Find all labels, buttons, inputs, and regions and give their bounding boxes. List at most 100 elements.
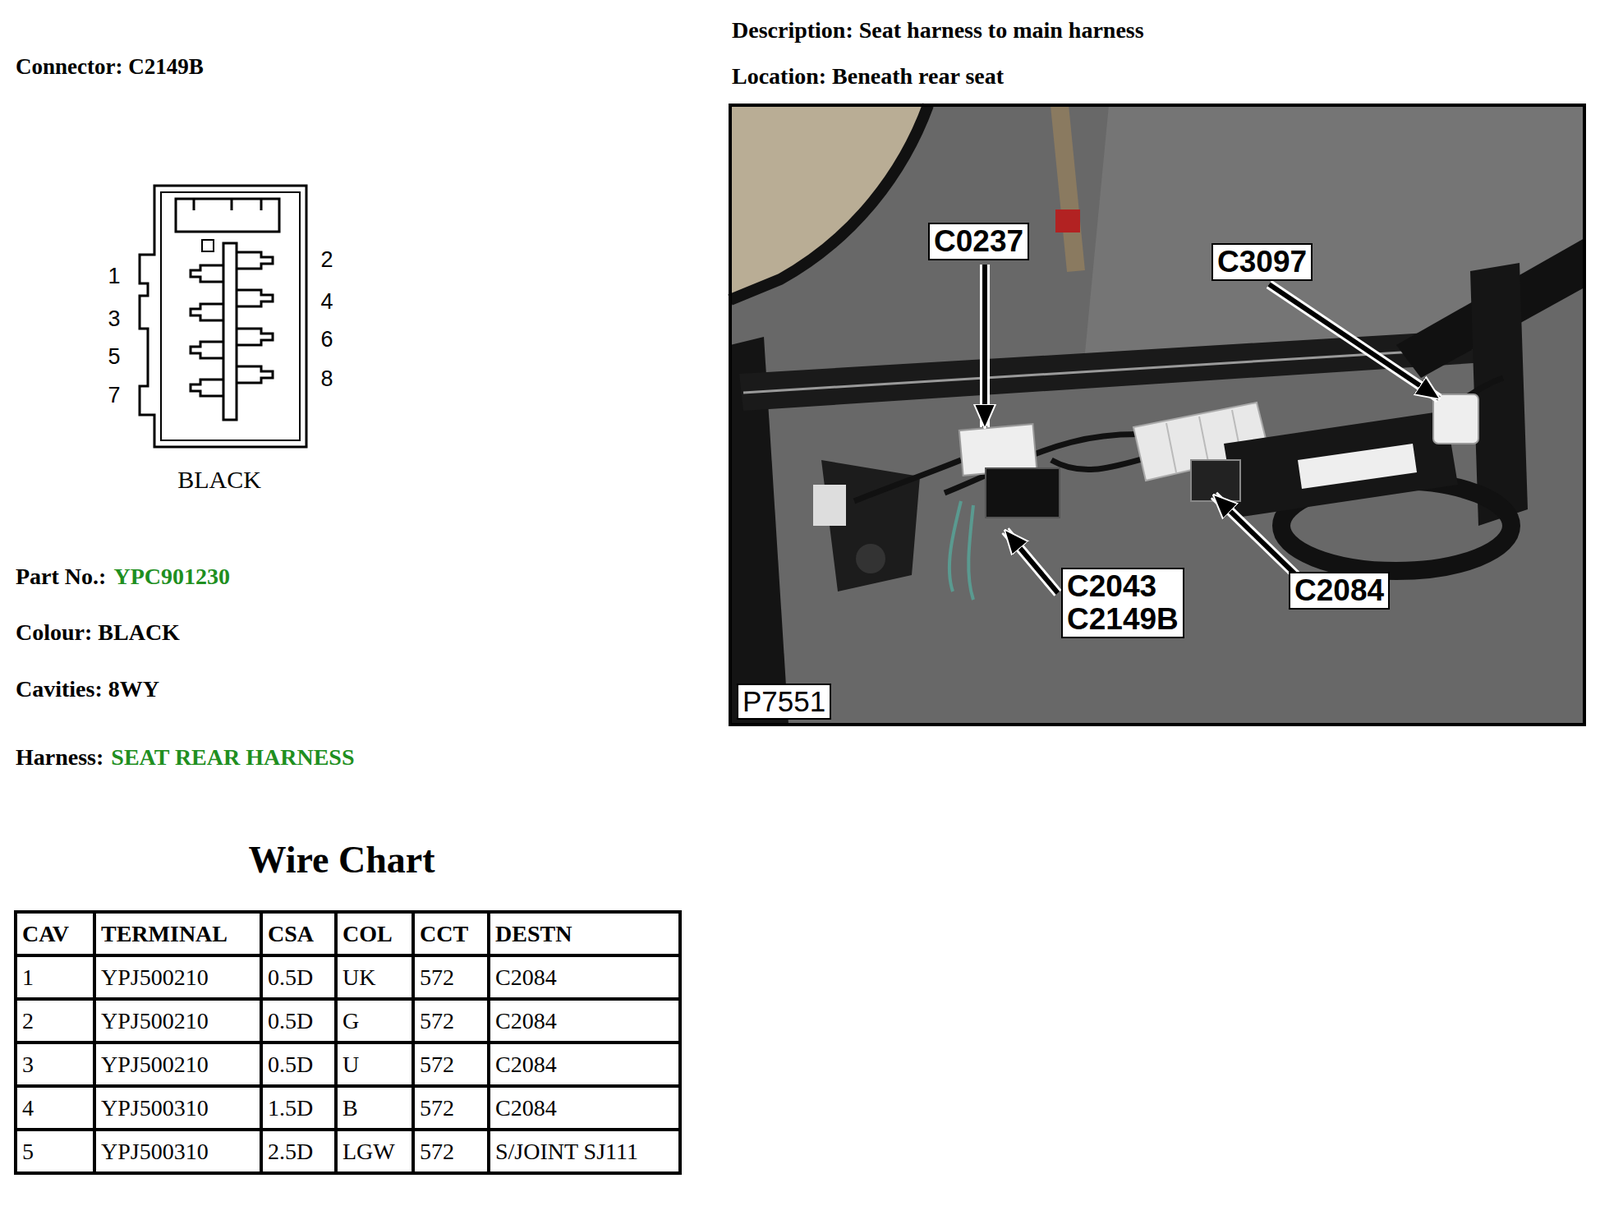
cell-value: 572 xyxy=(419,1138,455,1164)
location-photo-part xyxy=(730,105,1585,725)
cell-value: 0.5D xyxy=(267,1051,313,1077)
location-photo-part xyxy=(730,105,929,300)
table-cell: YPJ500210 xyxy=(94,955,262,999)
table-cell: 0.5D xyxy=(261,955,336,999)
location-photo-part xyxy=(1223,410,1458,518)
leader-arrow-part xyxy=(1213,495,1297,575)
table-header-cell: CAV xyxy=(15,911,95,956)
connector-face-drawing-part xyxy=(193,198,262,211)
cell-value: UK xyxy=(342,964,376,990)
cell-value: C2084 xyxy=(495,1051,557,1077)
column-heading: CSA xyxy=(267,920,314,947)
connector-callout: C2084 xyxy=(1294,574,1384,607)
leader-arrow-part xyxy=(1268,284,1440,399)
table-header-cell: CCT xyxy=(413,911,489,956)
connector-face-drawing-part xyxy=(175,198,280,232)
location-photo-part xyxy=(855,543,886,574)
table-row: 2 YPJ500210 0.5DG 572C2084 xyxy=(15,998,681,1043)
location-photo-part xyxy=(1433,394,1479,444)
cell-value: 2 xyxy=(22,1007,34,1034)
cell-value: G xyxy=(342,1007,359,1034)
connector-callout: C3097 xyxy=(1217,245,1307,279)
location-photo-part xyxy=(1055,209,1081,233)
connector-face-drawing-part xyxy=(139,185,307,447)
column-heading: TERMINAL xyxy=(101,920,228,947)
cavity-number: 4 xyxy=(320,289,333,315)
location-photo-part xyxy=(813,484,846,526)
column-heading: CAV xyxy=(22,920,69,947)
table-row: 5 YPJ5003102.5D LGW 572 S/JOINT SJ111 xyxy=(15,1129,681,1173)
cell-value: YPJ500310 xyxy=(101,1094,209,1121)
table-cell: UK xyxy=(335,955,414,999)
table-cell: 5 xyxy=(15,1129,95,1173)
location-photo-part xyxy=(985,468,1060,518)
table-title: Wire Chart xyxy=(248,838,436,883)
callout-box: C0237 xyxy=(928,222,1030,261)
cell-value: C2084 xyxy=(495,1007,557,1034)
table-cell: S/JOINT SJ111 xyxy=(488,1129,681,1173)
cell-value: 1 xyxy=(22,964,34,990)
table-cell: C2084 xyxy=(488,955,681,999)
leader-arrow-part xyxy=(982,264,988,428)
field-label: Part No.: xyxy=(15,563,106,590)
table-cell: 572 xyxy=(413,998,489,1043)
location-photo-part xyxy=(949,501,974,600)
location-photo-part xyxy=(1297,443,1417,489)
part-number: YPC901230 xyxy=(113,563,230,590)
callout-box: C2084 xyxy=(1288,571,1390,610)
table-cell: YPJ500310 xyxy=(94,1129,262,1173)
cell-value: YPJ500210 xyxy=(101,1007,209,1034)
table-cell: U xyxy=(335,1042,414,1086)
harness-name: SEAT REAR HARNESS xyxy=(110,744,355,771)
connector-face-drawing-part xyxy=(223,243,237,420)
field-label: Harness: xyxy=(15,744,104,771)
cavities-field: Cavities: 8WY xyxy=(15,675,160,703)
leader-arrow xyxy=(984,264,1440,594)
column-heading: COL xyxy=(342,920,393,947)
table-cell: 1.5D xyxy=(261,1085,336,1130)
cavity-number: 8 xyxy=(320,366,333,392)
location-photo xyxy=(730,105,1585,725)
table-cell: 572 xyxy=(413,1042,489,1086)
table-cell: 572 xyxy=(413,1129,489,1173)
cell-value: B xyxy=(342,1094,359,1121)
table-cell: YPJ500310 xyxy=(94,1085,262,1130)
table-cell: 1 xyxy=(15,955,95,999)
table-cell: 2 xyxy=(15,998,95,1043)
location-photo-part xyxy=(739,328,1499,411)
callout-box: C2043 C2149B xyxy=(1061,567,1185,639)
location-photo-part xyxy=(1059,105,1076,272)
cell-value: 572 xyxy=(419,1094,455,1121)
table-row: 3 YPJ5002100.5D U 572 C2084 xyxy=(15,1042,681,1086)
table-cell: B xyxy=(335,1085,414,1130)
connector-face-drawing-part xyxy=(236,328,273,345)
cell-value: 572 xyxy=(419,1051,455,1077)
table-cell: 0.5D xyxy=(261,998,336,1043)
table-cell: YPJ500210 xyxy=(94,1042,262,1086)
location-field: Location: Beneath rear seat xyxy=(731,63,1004,90)
table-cell: YPJ500210 xyxy=(94,998,262,1043)
table-cell: C2084 xyxy=(488,998,681,1043)
cavity-number: 7 xyxy=(107,382,120,409)
connector-heading: Connector: C2149B xyxy=(15,54,204,80)
table-header-cell: CSA xyxy=(261,911,336,956)
cell-value: C2084 xyxy=(495,964,557,990)
cell-value: 3 xyxy=(22,1051,34,1077)
connector-face-drawing-part xyxy=(160,192,300,441)
colour-field: Colour: BLACK xyxy=(15,619,180,646)
table-cell: C2084 xyxy=(488,1042,681,1086)
table-cell: 3 xyxy=(15,1042,95,1086)
figure-number-box: P7551 xyxy=(736,683,832,720)
cell-value: 0.5D xyxy=(267,964,313,990)
cell-value: 572 xyxy=(419,964,455,990)
connector-face-drawing-part xyxy=(190,303,224,321)
location-photo-part xyxy=(730,105,929,296)
table-cell: G xyxy=(335,998,414,1043)
leader-arrow-part xyxy=(984,264,1440,594)
cell-value: LGW xyxy=(342,1138,396,1164)
cell-value: 5 xyxy=(22,1138,34,1164)
callout-box: C3097 xyxy=(1211,243,1313,281)
connector-face-drawing-part xyxy=(190,265,224,282)
cell-value: 2.5D xyxy=(267,1138,313,1164)
cell-value: U xyxy=(342,1051,359,1077)
